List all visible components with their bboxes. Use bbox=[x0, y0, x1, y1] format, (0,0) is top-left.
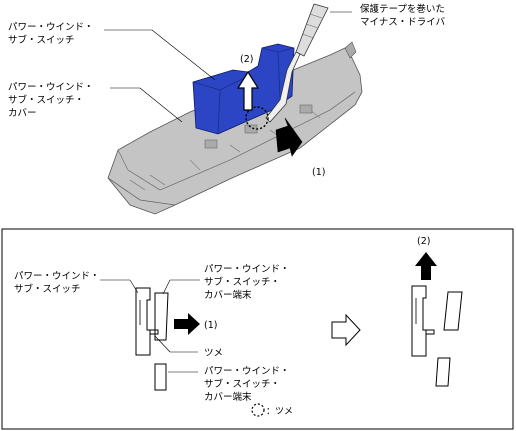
lift-arrow bbox=[236, 70, 260, 111]
detail-lift-arrow bbox=[415, 252, 437, 280]
cover-tab-upper bbox=[154, 292, 169, 341]
switch-section bbox=[135, 287, 151, 356]
tool-label: 保護テープを巻いた マイナス・ドライバ bbox=[360, 3, 448, 28]
screwdriver-icon bbox=[265, 3, 329, 123]
detail-step-1-label: (1) bbox=[204, 320, 217, 331]
detail-switch-label: パワー・ウインド・ サブ・スイッチ bbox=[14, 271, 103, 295]
detail-frame bbox=[1, 228, 514, 430]
claw-legend-label: ：ツメ bbox=[266, 407, 293, 417]
claw-marker bbox=[245, 106, 269, 130]
detail-cover-lower-label: パワー・ウインド・ サブ・スイッチ・ カバー端末 bbox=[204, 366, 293, 403]
cover-tab-lower bbox=[154, 363, 167, 391]
detail-claw-label: ツメ bbox=[204, 348, 223, 359]
transition-arrow-icon bbox=[331, 313, 361, 347]
push-arrow bbox=[275, 117, 303, 157]
detail-cover-upper-label: パワー・ウインド・ サブ・スイッチ・ カバー端末 bbox=[204, 264, 293, 301]
detail-before bbox=[135, 287, 169, 391]
detail-step-2-label: (2) bbox=[417, 236, 430, 247]
detail-push-arrow bbox=[174, 313, 200, 335]
cover-label: パワー・ウインド・ サブ・スイッチ・ カバー bbox=[8, 82, 97, 119]
cover-tab-removed bbox=[443, 291, 463, 331]
step-2-label: (2) bbox=[240, 54, 253, 65]
step-1-label: (1) bbox=[312, 167, 325, 178]
claw-legend-icon bbox=[251, 403, 265, 417]
switch-cover-body bbox=[107, 47, 363, 215]
detail-after bbox=[411, 285, 463, 387]
cover-illustration: (2) bbox=[104, 3, 363, 215]
switch-label: パワー・ウインド・ サブ・スイッチ bbox=[8, 22, 97, 46]
